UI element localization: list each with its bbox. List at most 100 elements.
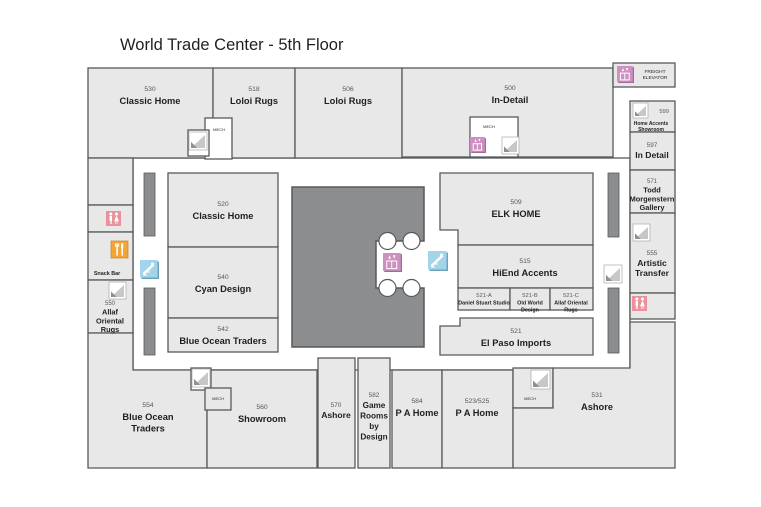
room-name: by xyxy=(369,422,379,431)
stairs-icon xyxy=(530,369,551,390)
room-542 xyxy=(167,317,279,353)
stairs-icon xyxy=(603,264,623,284)
room-520 xyxy=(167,172,279,248)
room-name: P A Home xyxy=(455,408,498,418)
room-name: MECH xyxy=(524,396,536,401)
room-number: 599 xyxy=(659,109,669,115)
room-597 xyxy=(629,131,676,171)
stairs-icon xyxy=(501,136,520,155)
room-name: P A Home xyxy=(395,408,438,418)
room-515 xyxy=(457,244,594,289)
room-number: 523/525 xyxy=(465,398,490,405)
room-number: 521 xyxy=(510,328,522,335)
elevator-icon xyxy=(383,253,402,272)
room-name: Blue Ocean Traders xyxy=(179,336,266,346)
wall-segment xyxy=(607,287,620,354)
room-name: Allaf Oriental xyxy=(554,301,588,307)
room-name: Showroom xyxy=(638,127,664,133)
room-number: 542 xyxy=(217,326,229,333)
room-name: Allaf xyxy=(102,308,119,317)
room-name: MECH xyxy=(212,396,224,401)
room-number: 570 xyxy=(331,402,342,409)
room-number: 540 xyxy=(217,274,229,281)
room-number: 597 xyxy=(647,142,658,149)
room-name: Loloi Rugs xyxy=(324,96,372,106)
room-number: 509 xyxy=(510,199,522,206)
room-name: In Detail xyxy=(635,150,668,160)
room-name: Oriental xyxy=(96,316,124,325)
room-name: Ashore xyxy=(321,410,351,420)
room-number: 518 xyxy=(248,86,260,93)
building-core xyxy=(291,186,425,348)
room-name: Cyan Design xyxy=(195,284,252,294)
room-521c xyxy=(549,287,594,311)
stairs-icon xyxy=(108,281,127,300)
room-number: 520 xyxy=(217,201,229,208)
room-number: 530 xyxy=(144,86,156,93)
restroom-icon xyxy=(106,211,121,226)
room-number: 515 xyxy=(519,258,531,265)
room-name: In-Detail xyxy=(492,95,529,105)
room-number: 531 xyxy=(591,392,603,399)
room-name: Rooms xyxy=(360,412,388,421)
room-name: Daniel Stuart Studio xyxy=(458,301,510,307)
room-name: FREIGHT xyxy=(644,69,665,75)
wall-segment xyxy=(143,172,156,237)
room-name: El Paso Imports xyxy=(481,338,551,348)
room-name: Design xyxy=(521,307,539,313)
stairs-icon xyxy=(191,368,211,388)
room-506 xyxy=(294,67,403,159)
room-number: 560 xyxy=(256,404,268,411)
room-name: MECH xyxy=(483,124,495,129)
room-name: Classic Home xyxy=(120,96,181,106)
room-570 xyxy=(317,357,356,469)
room-name: Blue Ocean xyxy=(122,412,173,422)
room-name: Transfer xyxy=(635,268,670,278)
wall-segment xyxy=(607,172,620,238)
escalator-icon xyxy=(140,260,159,279)
room-number: 550 xyxy=(105,301,116,307)
room-name: Gallery xyxy=(639,203,665,212)
restroom-icon xyxy=(632,296,647,311)
snackbar-icon xyxy=(110,240,129,259)
room-name: MECH xyxy=(213,127,225,132)
room-name: Home Accents xyxy=(634,121,669,127)
room-number: 555 xyxy=(647,250,658,257)
wall-segment xyxy=(143,287,156,356)
room-name: ELEVATOR xyxy=(643,75,668,81)
room-name: Classic Home xyxy=(193,211,254,221)
room-number: 554 xyxy=(142,402,154,409)
room-number: 521-B xyxy=(522,293,538,299)
room-name: Game xyxy=(363,401,386,410)
elevator-icon xyxy=(470,137,486,153)
room-name: Rugs xyxy=(101,325,119,334)
room-name: Ashore xyxy=(581,402,613,412)
room-name: Design xyxy=(360,433,387,442)
room-name: Old World xyxy=(517,301,543,307)
room-name: Showroom xyxy=(238,414,286,424)
room-number: 521-A xyxy=(476,293,492,299)
room-name: Loloi Rugs xyxy=(230,96,278,106)
room-name: Morgenstern xyxy=(630,194,675,203)
room-523-525 xyxy=(441,369,514,469)
elevator-icon xyxy=(617,66,634,83)
stairs-icon xyxy=(188,131,208,151)
room-name: Rugs xyxy=(564,307,577,313)
stairs-icon xyxy=(632,102,649,119)
room-number: 571 xyxy=(647,179,658,185)
room-521 xyxy=(439,317,594,356)
room-540 xyxy=(167,246,279,319)
room-571 xyxy=(629,169,676,214)
room-531 xyxy=(512,321,676,469)
room-number: 506 xyxy=(342,86,354,93)
page-title: World Trade Center - 5th Floor xyxy=(120,36,344,54)
stairs-icon xyxy=(632,223,651,242)
elevator-bay xyxy=(378,278,397,298)
room-521a xyxy=(457,287,511,311)
room-name: HiEnd Accents xyxy=(492,268,557,278)
room-name: ELK HOME xyxy=(491,209,540,219)
room-left-upper xyxy=(87,157,134,206)
room-560 xyxy=(206,369,318,469)
escalator-icon xyxy=(428,251,448,271)
room-number: 582 xyxy=(369,392,380,399)
